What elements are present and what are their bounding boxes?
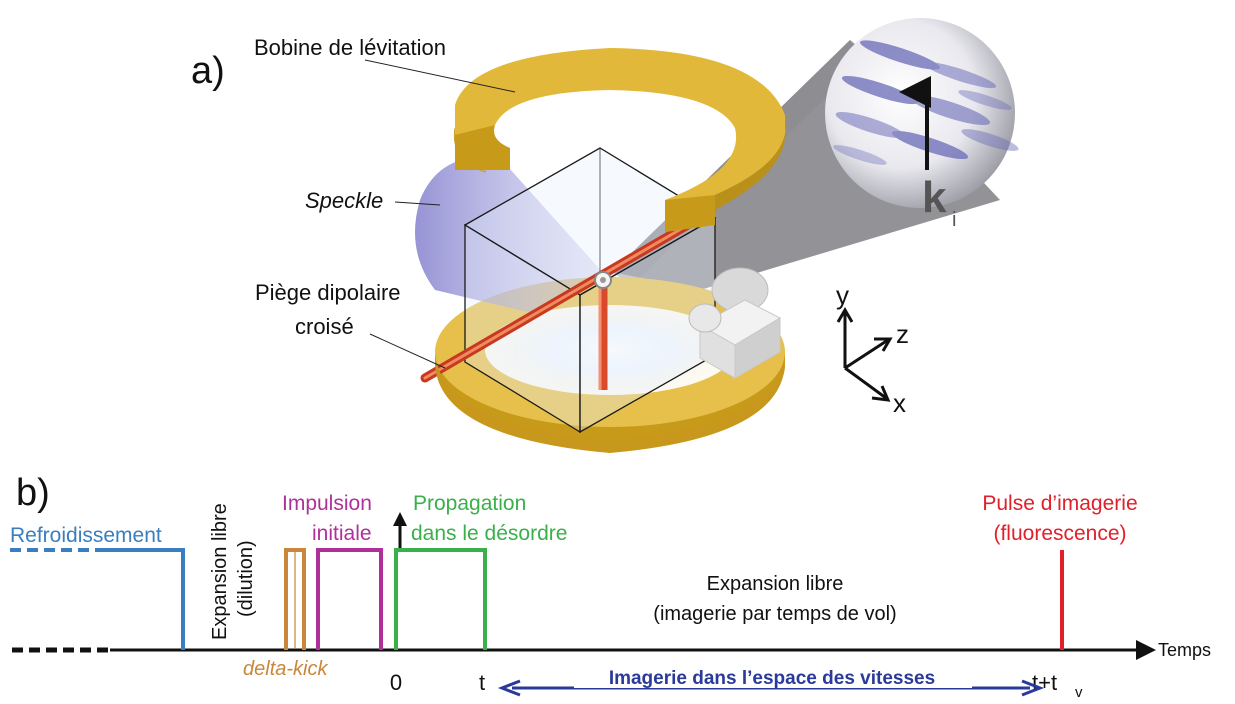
impulse-label-line2: initiale xyxy=(312,522,372,545)
panel-b: b) Temps Refroidissement Expansion libre… xyxy=(10,472,1211,701)
trap-label-line2: croisé xyxy=(295,314,354,339)
propagation-label-line1: Propagation xyxy=(413,492,526,515)
time-axis-label: Temps xyxy=(1158,640,1211,660)
tick-t: t xyxy=(479,670,485,695)
wavevector-subscript: i xyxy=(952,209,956,231)
impulse-label-line1: Impulsion xyxy=(282,492,372,515)
tick-0: 0 xyxy=(390,670,402,695)
time-axis-arrowhead xyxy=(1136,640,1156,660)
impulse-pulse xyxy=(316,548,383,650)
panel-b-label: b) xyxy=(16,472,50,514)
speckle-beam xyxy=(415,156,605,315)
dilution-label-line1: Expansion libre xyxy=(209,503,231,640)
lower-coil-front xyxy=(435,352,785,453)
imaging-label-line1: Pulse d’imagerie xyxy=(982,492,1137,515)
axis-z-label: z xyxy=(896,319,909,349)
axis-x-label: x xyxy=(893,388,906,418)
propagation-label-line2: dans le désordre xyxy=(411,522,567,545)
upper-coil xyxy=(453,48,787,232)
glass-cell xyxy=(463,147,717,434)
speckle-zoom-circle: k i xyxy=(825,18,1019,231)
speckle-label: Speckle xyxy=(305,188,383,213)
cooling-pulse xyxy=(10,548,185,650)
panel-a: a) xyxy=(191,18,1019,453)
dipole-trap-beams xyxy=(420,210,710,390)
camera-icon xyxy=(688,267,782,379)
axis-y-label: y xyxy=(836,280,849,310)
velocity-imaging-label: Imagerie dans l’espace des vitesses xyxy=(609,668,935,689)
cooling-label: Refroidissement xyxy=(10,524,162,547)
delta-kick-pulse xyxy=(284,548,306,650)
tof-label-line2: (imagerie par temps de vol) xyxy=(653,603,896,625)
wavevector-label: k xyxy=(922,173,947,222)
delta-kick-label: delta-kick xyxy=(243,658,328,680)
trap-label-line1: Piège dipolaire xyxy=(255,280,401,305)
imaging-label-line2: (fluorescence) xyxy=(993,522,1126,545)
axes-triad xyxy=(836,307,893,402)
dilution-label-line2: (dilution) xyxy=(235,540,257,617)
tof-label-line1: Expansion libre xyxy=(707,573,844,595)
propagation-pulse xyxy=(394,548,487,650)
coil-label: Bobine de lévitation xyxy=(254,35,446,60)
tick-end-subscript: v xyxy=(1075,684,1083,701)
panel-a-label: a) xyxy=(191,50,225,92)
